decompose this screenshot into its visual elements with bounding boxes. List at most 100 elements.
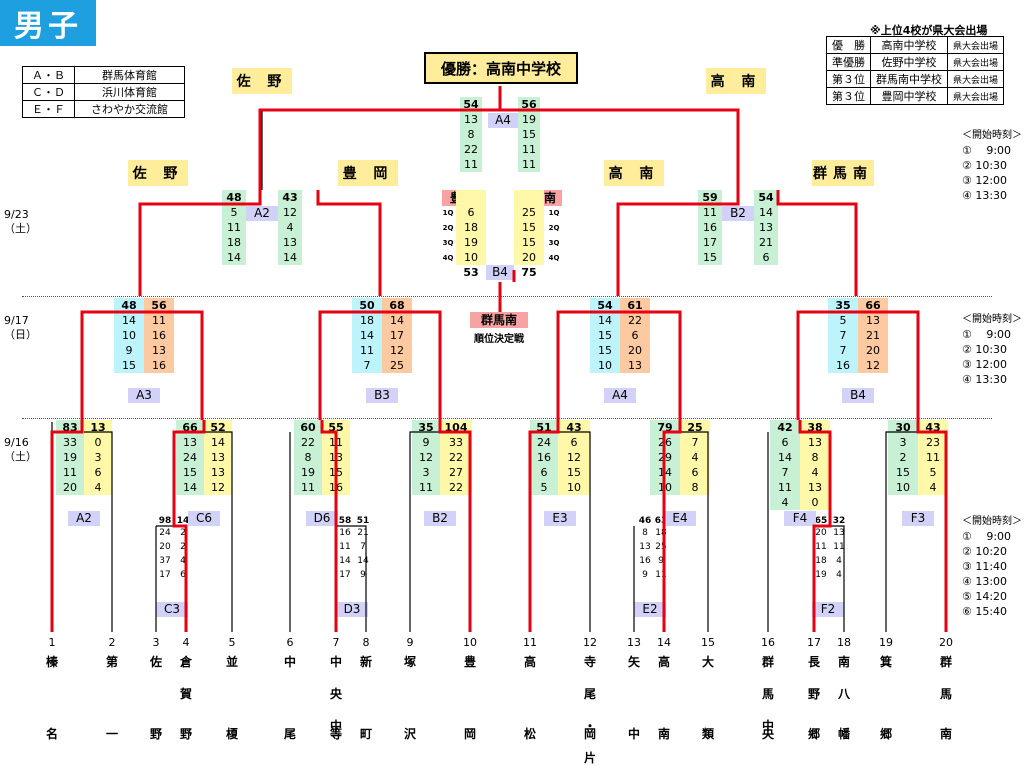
game-code: E2 — [634, 602, 666, 617]
quarter-score: 24 — [537, 436, 551, 449]
venue-cell: さわやか交流館 — [74, 100, 185, 118]
quarter-score: 4 — [836, 570, 842, 580]
quarter-score: 11 — [63, 466, 77, 479]
winner-path — [318, 310, 442, 420]
score-total: 63 — [654, 516, 668, 526]
team-name-char: 町 — [359, 727, 372, 741]
score-total: 53 — [456, 265, 486, 280]
quarter-score: 24 — [183, 451, 197, 464]
quarter-score: 6 — [570, 436, 578, 449]
boys-badge: 男子 — [0, 0, 96, 46]
score-total: 30 — [895, 421, 911, 434]
third-place-note: 順位決定戦 — [474, 334, 524, 345]
winner-path — [616, 190, 740, 296]
score-total: 61 — [627, 299, 643, 312]
quarter-score: 15 — [896, 466, 910, 479]
quarter-label: 2Q — [442, 224, 454, 232]
quarter-score: 19 — [301, 466, 315, 479]
winner-path — [528, 420, 560, 632]
quarter-score: 16 — [703, 221, 717, 234]
quarter-score: 5 — [540, 481, 548, 494]
score-total: 54 — [463, 98, 479, 111]
champion-banner: 優勝：高南中学校 — [424, 52, 578, 84]
team-name-char: ・ — [583, 719, 596, 733]
quarter-score: 0 — [94, 436, 102, 449]
quarter-score: 4 — [180, 556, 186, 566]
team-name-char: 南 — [657, 727, 670, 741]
game-code: D6 — [306, 511, 338, 526]
game-code: A4 — [488, 113, 518, 128]
quarter-score: 13 — [808, 436, 822, 449]
quarter-score: 11 — [815, 542, 827, 552]
team-number: 4 — [182, 636, 190, 649]
score-total: 59 — [702, 191, 718, 204]
team-number: 19 — [879, 636, 893, 649]
final-label-right: 高 南 — [706, 68, 766, 94]
game-code: F4 — [784, 511, 816, 526]
team-name: 第一 — [102, 654, 122, 741]
quarter-score: 14 — [360, 329, 374, 342]
team-name-char: 豊 — [463, 655, 476, 669]
winner-path — [662, 420, 682, 632]
winner-path — [172, 420, 206, 632]
score-total: 25 — [687, 421, 703, 434]
quarter-score: 33 — [449, 436, 463, 449]
winner-path — [556, 310, 682, 420]
quarter-score: 7 — [781, 466, 789, 479]
bracket-line — [81, 311, 114, 420]
quarter-label: 3Q — [442, 239, 454, 247]
score-total: 43 — [566, 421, 582, 434]
quarter-score: 5 — [230, 206, 238, 219]
team-name-char: 尾 — [583, 687, 596, 701]
quarter-score: 18 — [655, 528, 667, 538]
team-name: 佐野 — [146, 654, 166, 741]
team-name-char: 片 — [583, 751, 596, 765]
game-code: B2 — [424, 511, 456, 526]
game-code: B4 — [842, 388, 874, 403]
divider-round2 — [22, 418, 992, 419]
team-name-char: 賀 — [179, 687, 192, 701]
quarter-score: 20 — [63, 481, 77, 494]
quarter-score: 17 — [390, 329, 404, 342]
score-total: 54 — [597, 299, 613, 312]
quarter-score: 6 — [180, 570, 186, 580]
game-code: C3 — [156, 602, 188, 617]
team-name: 寺尾・片岡 — [580, 654, 600, 766]
quarter-score: 3 — [422, 466, 430, 479]
quarter-score: 16 — [639, 556, 651, 566]
quarter-score: 8 — [642, 528, 648, 538]
winner-path — [500, 108, 740, 190]
final-label-left: 佐 野 — [232, 68, 292, 94]
result-cell: 佐野中学校 — [870, 53, 948, 71]
result-row: 第３位豊岡中学校県大会出場 — [826, 87, 1005, 105]
bracket-line — [336, 525, 367, 632]
winner-path — [798, 420, 832, 632]
bracket-line — [778, 203, 857, 296]
quarter-score: 11 — [522, 158, 536, 171]
quarter-score: 11 — [339, 542, 351, 552]
quarter-score: 14 — [778, 451, 792, 464]
third-place-result: 群馬南 — [470, 312, 528, 328]
quarter-score: 13 — [639, 542, 651, 552]
team-name-char: 寺 — [583, 655, 596, 669]
winner-path — [320, 420, 338, 632]
quarter-score: 5 — [839, 314, 847, 327]
score-total: 52 — [210, 421, 226, 434]
quarter-score: 15 — [122, 359, 136, 372]
quarter-score: 22 — [464, 143, 478, 156]
team-name-char: 尾 — [283, 727, 296, 741]
game-code: B2 — [722, 206, 754, 221]
bracket-line — [84, 431, 113, 632]
team-number: 13 — [627, 636, 641, 649]
quarter-score: 12 — [283, 206, 297, 219]
quarter-score: 10 — [896, 481, 910, 494]
quarter-score: 15 — [522, 236, 536, 249]
winner-path — [776, 190, 858, 296]
team-name-char: 幡 — [837, 727, 850, 741]
bracket-line — [540, 109, 739, 190]
team-name-char: 並 — [225, 655, 238, 669]
quarter-score: 18 — [360, 314, 374, 327]
